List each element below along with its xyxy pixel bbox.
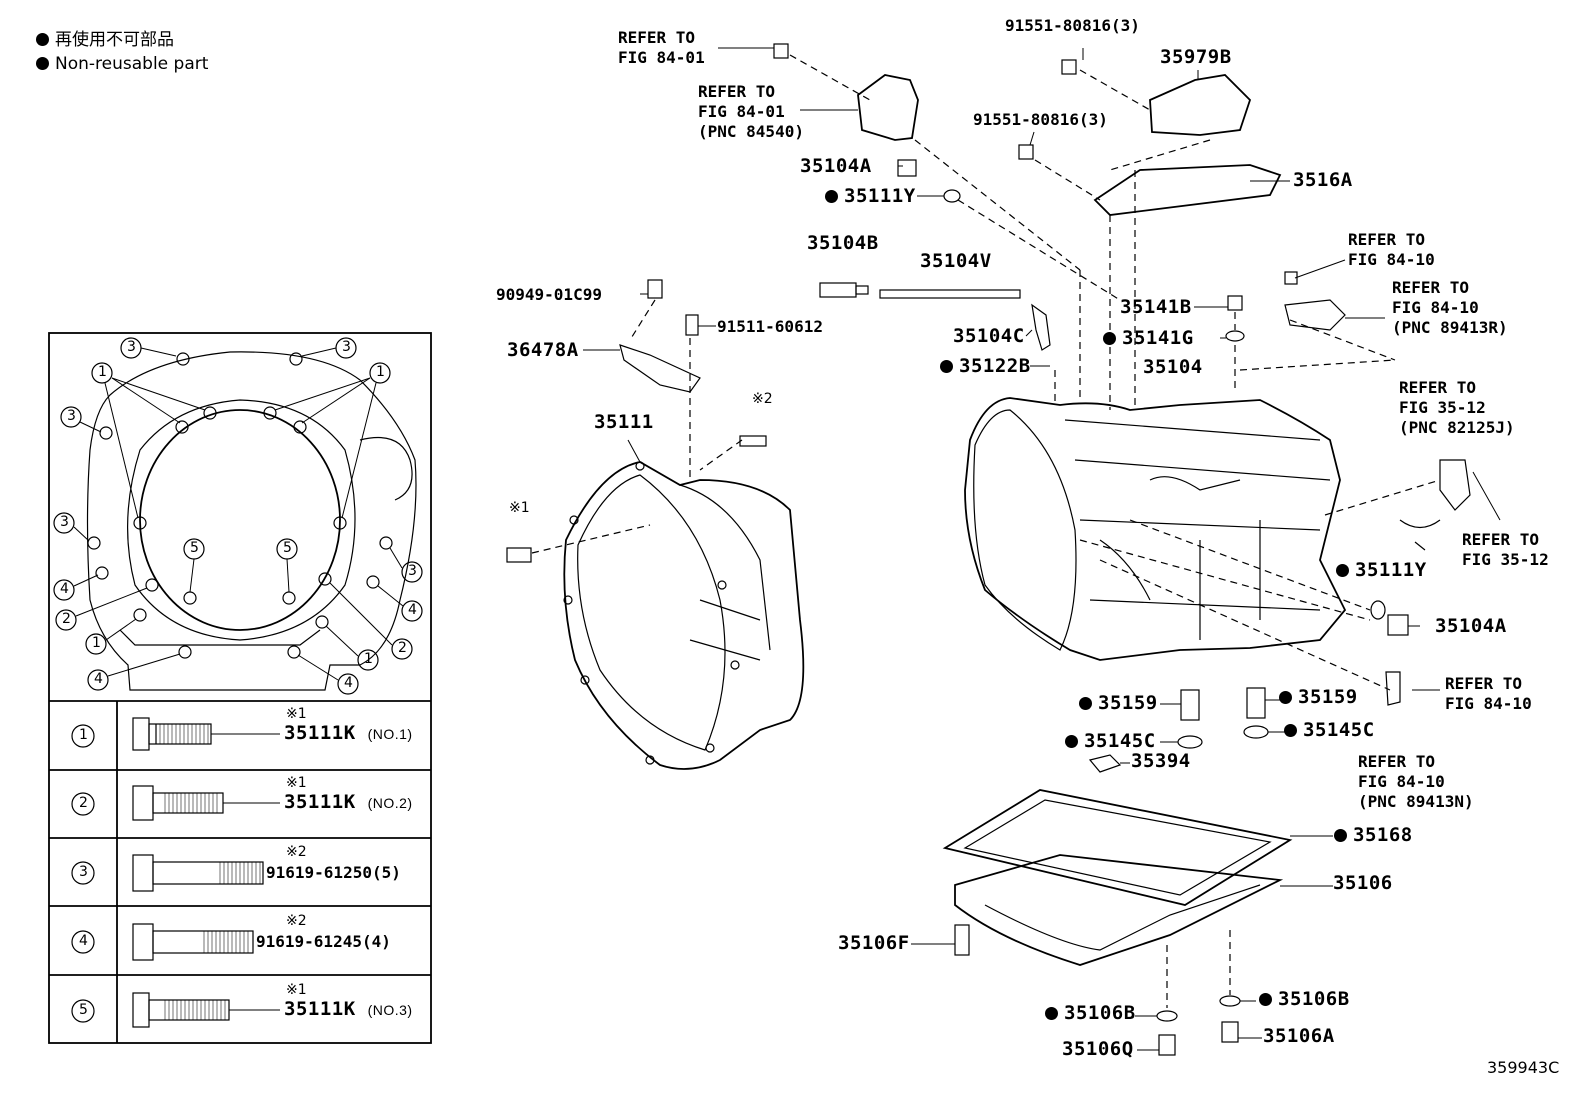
inset-frame [48,332,432,1044]
table-row-2-num: 2 [79,795,88,811]
part-35979b[interactable]: 35979B [1160,46,1232,68]
table-row-2-mark: ※1 [286,775,307,791]
inset-num-2-b: 2 [398,640,407,656]
part-90949-01c99[interactable]: 90949-01C99 [496,285,602,304]
table-row-3-part[interactable]: 91619-61250(5) [266,863,401,882]
inset-num-3-d: 3 [60,514,69,530]
table-row-5-part[interactable]: 35111K (NO.3) [284,998,413,1020]
table-row-4-mark: ※2 [286,913,307,929]
part-35141b[interactable]: 35141B [1120,296,1192,318]
inset-callout-circles [53,337,423,695]
inset-num-5-b: 5 [283,540,292,556]
table-row-3-num: 3 [79,864,88,880]
refer-fig-35-12-pnc-82125j[interactable]: REFER TO FIG 35-12 (PNC 82125J) [1399,378,1515,437]
refer-fig-35-12[interactable]: REFER TO FIG 35-12 [1462,530,1549,569]
inset-num-4-d: 4 [344,675,353,691]
part-35394[interactable]: 35394 [1131,750,1191,772]
table-row-5-num: 5 [79,1002,88,1018]
part-35111[interactable]: 35111 [594,411,654,433]
part-35106a[interactable]: 35106A [1263,1025,1335,1047]
inset-num-3-a: 3 [127,339,136,355]
part-35159-left[interactable]: 35159 [1079,694,1158,713]
part-35104a-right[interactable]: 35104A [1435,615,1507,637]
part-35104b[interactable]: 35104B [807,232,879,254]
refer-fig-84-01[interactable]: REFER TO FIG 84-01 [618,28,705,67]
refer-fig-84-10-right[interactable]: REFER TO FIG 84-10 [1445,674,1532,713]
table-number-circles [71,724,95,1023]
part-35104[interactable]: 35104 [1143,356,1203,378]
inset-num-1-b: 1 [376,364,385,380]
refer-fig-84-01-pnc-84540[interactable]: REFER TO FIG 84-01 (PNC 84540) [698,82,804,141]
table-row-3-mark: ※2 [286,844,307,860]
inset-num-1-d: 1 [364,651,373,667]
table-row-2-part[interactable]: 35111K (NO.2) [284,791,413,813]
part-36478a[interactable]: 36478A [507,339,579,361]
legend-non-reusable: Non-reusable part [36,56,208,73]
transmission-case-35104-drawing [964,397,1347,661]
mark-2-bolt: ※2 [752,391,773,407]
part-35104a-top[interactable]: 35104A [800,155,872,177]
table-bolt-drawings [132,717,280,1028]
part-35106f[interactable]: 35106F [838,932,910,954]
table-row-1-mark: ※1 [286,706,307,722]
part-3516a[interactable]: 3516A [1293,169,1353,191]
refer-fig-84-10-top[interactable]: REFER TO FIG 84-10 [1348,230,1435,269]
part-35106q[interactable]: 35106Q [1062,1038,1134,1060]
part-35104c[interactable]: 35104C [953,325,1025,347]
part-35145c-left[interactable]: 35145C [1065,732,1156,751]
inset-flange-drawing [86,351,417,691]
inset-num-4-c: 4 [94,671,103,687]
inset-num-5-a: 5 [190,540,199,556]
part-35104v[interactable]: 35104V [920,250,992,272]
part-35111y-right[interactable]: 35111Y [1336,561,1427,580]
part-35106b-right[interactable]: 35106B [1259,990,1350,1009]
table-row-1-num: 1 [79,727,88,743]
part-35111y-top[interactable]: 35111Y [825,187,916,206]
bell-housing-35111-drawing [563,461,805,770]
table-row-5-mark: ※1 [286,982,307,998]
part-35106b-left[interactable]: 35106B [1045,1004,1136,1023]
inset-num-4-a: 4 [60,581,69,597]
inset-num-3-e: 3 [408,563,417,579]
inset-num-3-b: 3 [342,339,351,355]
part-35122b[interactable]: 35122B [940,357,1031,376]
part-35106[interactable]: 35106 [1333,872,1393,894]
table-row-4-part[interactable]: 91619-61245(4) [256,932,391,951]
figure-code: 359943C [1487,1058,1560,1077]
mark-1-bolt: ※1 [509,500,530,516]
part-35145c-right[interactable]: 35145C [1284,721,1375,740]
refer-fig-84-10-pnc-89413n[interactable]: REFER TO FIG 84-10 (PNC 89413N) [1358,752,1474,811]
part-91551-80816-mid[interactable]: 91551-80816(3) [973,110,1108,129]
part-35159-right[interactable]: 35159 [1279,688,1358,707]
inset-num-2-a: 2 [62,611,71,627]
inset-bolt-holes [87,352,393,659]
inset-num-4-b: 4 [408,602,417,618]
refer-fig-84-10-pnc-89413r[interactable]: REFER TO FIG 84-10 (PNC 89413R) [1392,278,1508,337]
inset-num-1-a: 1 [98,364,107,380]
part-35168[interactable]: 35168 [1334,826,1413,845]
inset-num-3-c: 3 [67,408,76,424]
table-row-1-part[interactable]: 35111K (NO.1) [284,722,413,744]
leader-lines [583,47,1501,1051]
assembly-dash-lines [531,54,1441,1008]
table-row-4-num: 4 [79,933,88,949]
inset-num-1-c: 1 [92,635,101,651]
upper-components-drawing [506,43,1471,1056]
legend-japanese: 再使用不可部品 [36,32,174,49]
part-91511-60612[interactable]: 91511-60612 [717,317,823,336]
part-91551-80816-top[interactable]: 91551-80816(3) [1005,16,1140,35]
part-35141g[interactable]: 35141G [1103,329,1194,348]
oil-pan-35106-drawing [942,789,1293,966]
